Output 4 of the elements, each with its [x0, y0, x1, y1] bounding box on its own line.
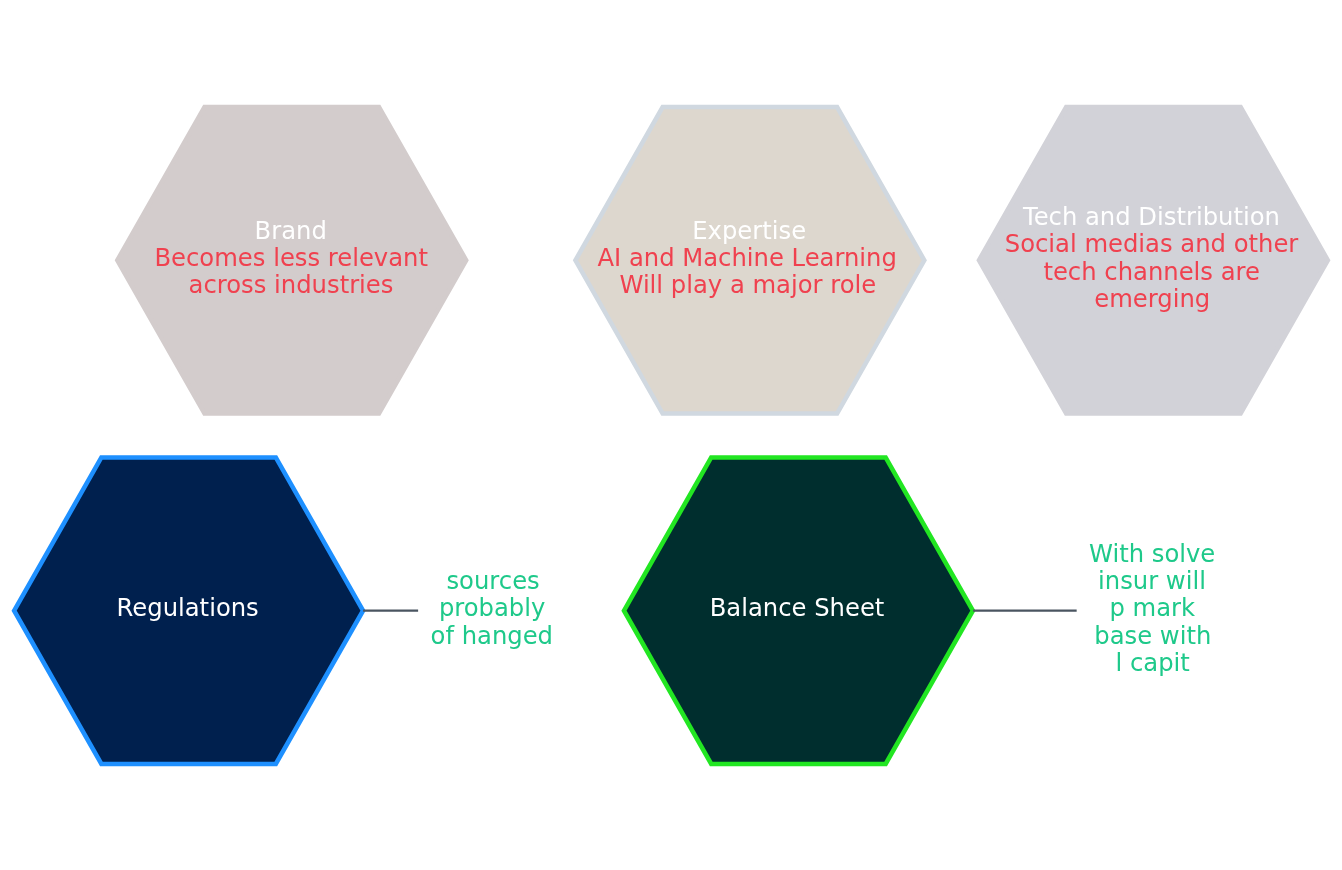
- node-text: With solve insur will p mark base with l capit: [1088, 538, 1216, 677]
- node-text: sources probably of hanged: [430, 565, 554, 650]
- connector: [363, 609, 419, 612]
- connector: [973, 609, 1077, 612]
